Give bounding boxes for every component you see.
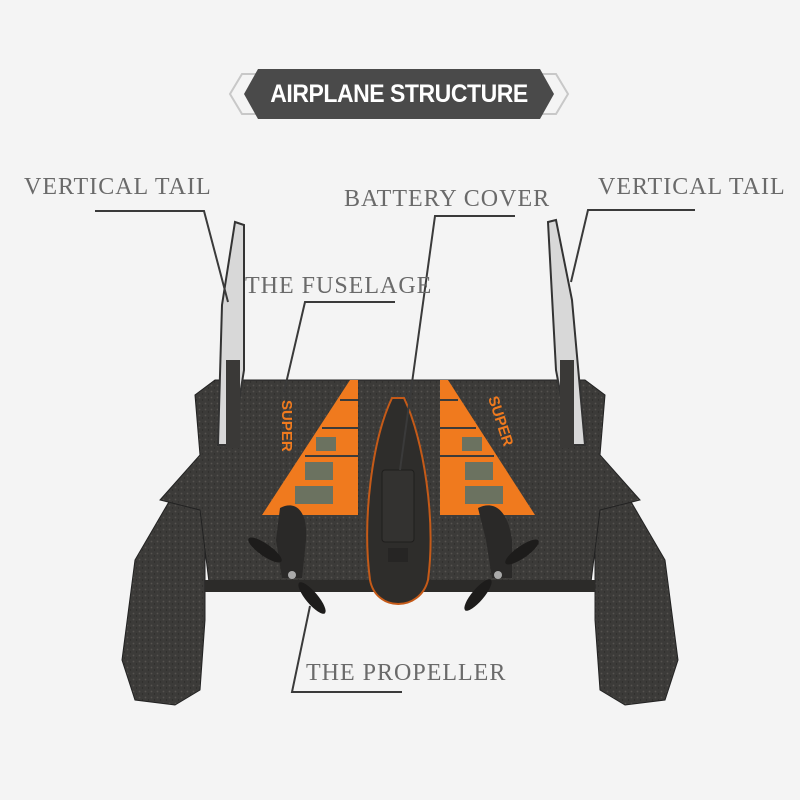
banner-shape xyxy=(228,69,570,119)
leader-vertical-tail-left xyxy=(95,210,229,303)
page-title: AIRPLANE STRUCTURE xyxy=(270,80,528,108)
right-pontoon xyxy=(594,499,679,706)
leader-fuselage xyxy=(283,301,395,393)
wing-decal-left: SUPER xyxy=(278,400,295,452)
label-vertical-tail-left: VERTICAL TAIL xyxy=(24,174,212,200)
label-fuselage: THE FUSELAGE xyxy=(245,273,433,299)
leader-vertical-tail-right xyxy=(570,209,695,283)
label-vertical-tail-right: VERTICAL TAIL xyxy=(598,174,786,200)
leader-battery-cover xyxy=(399,215,515,471)
left-stripe xyxy=(262,380,358,515)
left-propeller xyxy=(248,505,326,614)
left-pontoon xyxy=(121,499,206,706)
label-propeller: THE PROPELLER xyxy=(306,660,507,686)
leader-propeller xyxy=(290,605,402,693)
title-banner: AIRPLANE STRUCTURE xyxy=(228,68,570,120)
right-propeller xyxy=(464,505,539,611)
label-battery-cover: BATTERY COVER xyxy=(344,186,551,212)
right-vertical-tail xyxy=(546,218,587,446)
battery-cover xyxy=(381,469,415,543)
right-stripe xyxy=(440,380,535,515)
